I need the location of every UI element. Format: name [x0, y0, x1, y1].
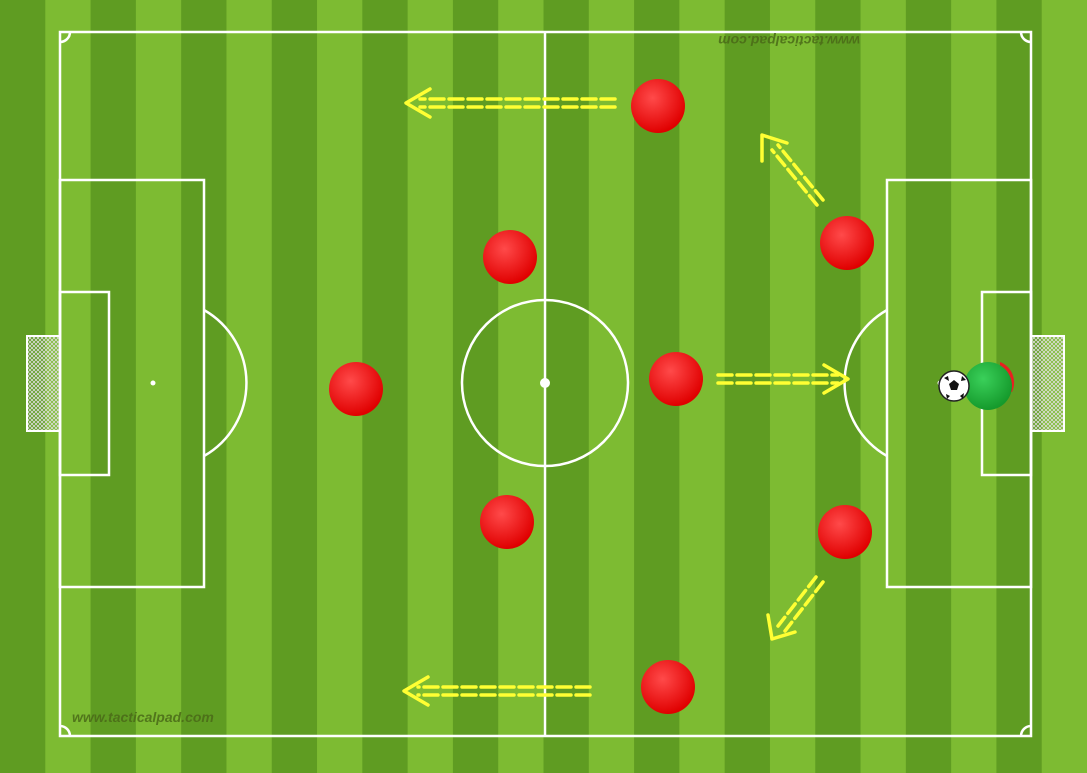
watermark-bottom: www.tacticalpad.com — [72, 709, 214, 725]
centre-circle — [460, 298, 630, 468]
corner-arc-top-right — [1019, 31, 1032, 44]
grass-stripe — [452, 0, 499, 773]
grass-stripe — [271, 0, 318, 773]
right-goal — [1030, 335, 1065, 432]
corner-arc-bottom-left — [59, 724, 72, 737]
corner-arc-top-left — [59, 31, 72, 44]
grass-stripe — [724, 0, 771, 773]
player-midfield-upper[interactable] — [483, 230, 537, 284]
goalkeeper-group[interactable] — [938, 362, 1015, 410]
left-penalty-spot — [150, 380, 156, 386]
grass-stripe — [769, 0, 816, 773]
player-right-lower[interactable] — [818, 505, 872, 559]
arrow-top-left[interactable] — [404, 87, 617, 119]
player-top[interactable] — [631, 79, 685, 133]
ball-icon[interactable] — [938, 370, 970, 402]
watermark-top: www.tacticalpad.com — [718, 33, 860, 49]
players — [329, 79, 874, 714]
left-goal-net — [26, 335, 61, 432]
corner-arc-bottom-right — [1019, 724, 1032, 737]
arrow-bottom-left[interactable] — [402, 675, 592, 707]
grass-stripe — [407, 0, 454, 773]
player-centre-forward[interactable] — [649, 352, 703, 406]
goalkeeper[interactable] — [964, 362, 1012, 410]
centre-spot — [540, 378, 550, 388]
grass-stripe — [135, 0, 182, 773]
player-midfield-lower[interactable] — [480, 495, 534, 549]
left-goal — [26, 335, 61, 432]
right-goal-net — [1030, 335, 1065, 432]
grass-stripe — [860, 0, 907, 773]
grass-stripe — [543, 0, 590, 773]
movement-arrows — [402, 87, 850, 707]
player-bottom[interactable] — [641, 660, 695, 714]
grass-stripe — [90, 0, 137, 773]
left-penalty-arc — [203, 308, 248, 458]
player-left[interactable] — [329, 362, 383, 416]
arrow-lower-right-diagonal[interactable] — [766, 575, 825, 641]
player-right-upper[interactable] — [820, 216, 874, 270]
arrow-centre-right[interactable] — [716, 363, 850, 395]
arrow-upper-right-diagonal[interactable] — [760, 133, 825, 207]
grass-stripe — [226, 0, 273, 773]
grass-stripe — [498, 0, 544, 773]
